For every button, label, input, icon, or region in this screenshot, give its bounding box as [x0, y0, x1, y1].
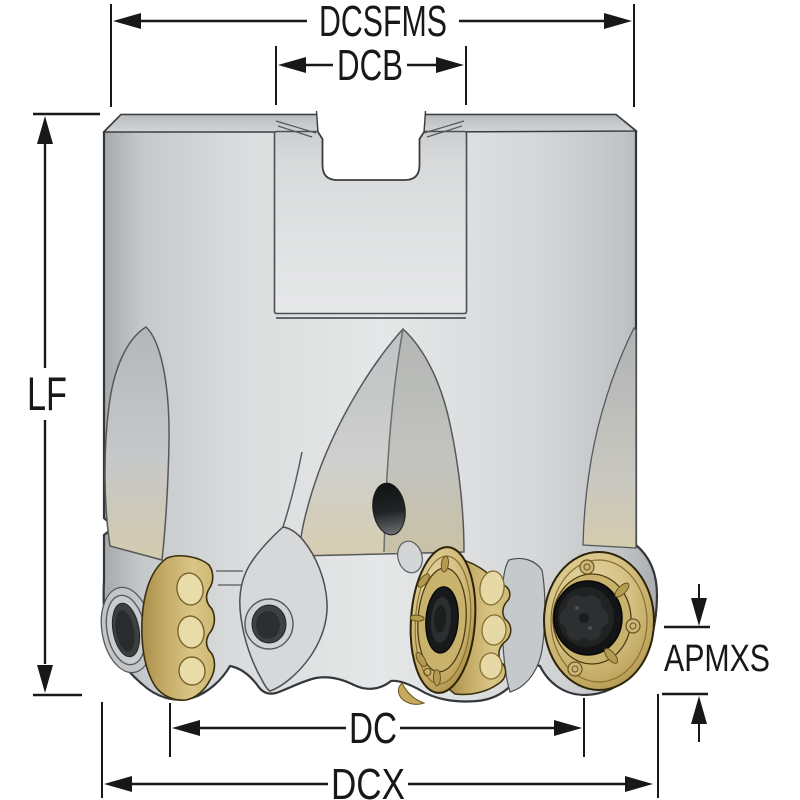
scallop-moon [479, 570, 505, 606]
rim-hole [625, 618, 641, 634]
arrow-left-icon [172, 720, 200, 736]
clamp-plug-left [105, 594, 147, 666]
dimension-dcb: DCB [275, 41, 467, 105]
arrow-down-icon [37, 665, 53, 693]
scallop-moon [177, 615, 205, 649]
plug-core [256, 611, 280, 639]
gold-sliver-bottom [398, 682, 426, 705]
arrow-right-icon [554, 720, 582, 736]
arrow-left-icon [113, 13, 141, 29]
scallop-moon [178, 656, 206, 686]
pocket-tab [397, 540, 423, 574]
seat-ledge-lines [216, 570, 243, 586]
rim-hole-inner [571, 665, 579, 673]
rim-slot [440, 555, 450, 573]
flute-right [582, 326, 637, 549]
round-insert-center [397, 540, 512, 705]
dimension-dcsfms: DCSFMS [110, 0, 635, 107]
torx-socket [434, 604, 447, 633]
rim-hole [579, 559, 595, 575]
dim-label-dc: DC [349, 704, 397, 753]
flute-center-shade [384, 329, 464, 552]
rim-slot [415, 651, 427, 668]
rim-hole-inner [583, 563, 591, 571]
pocket-ridge-line [282, 451, 303, 528]
scallop-moon [481, 614, 507, 646]
dim-label-dcx: DCX [331, 760, 405, 800]
flute-left [104, 326, 170, 561]
rim-slot [409, 614, 425, 622]
dim-label-dcb: DCB [337, 41, 403, 90]
arrow-left-icon [104, 776, 132, 792]
arrow-left-icon [278, 57, 306, 73]
scallop-moon [176, 572, 204, 606]
clamp-plug-center [244, 598, 294, 650]
dim-label-apmxs: APMXS [664, 638, 770, 680]
rim-slot [614, 582, 630, 598]
arrow-right-icon [625, 776, 653, 792]
rim-slot [603, 648, 619, 664]
panel-chamfer-lines [275, 120, 465, 138]
torx-glint [575, 606, 579, 610]
top-rim-left [102, 113, 319, 133]
torx-screw [559, 595, 609, 641]
round-insert-right [543, 551, 655, 691]
plug-core [115, 610, 135, 652]
arrow-up-icon [37, 116, 53, 144]
dimension-dc: DC [169, 698, 585, 757]
rim-slot [417, 573, 430, 588]
arrow-right-icon [436, 57, 464, 73]
drive-slot-edge [317, 131, 425, 181]
rim-slot [432, 669, 441, 687]
scallop-moon [479, 652, 503, 680]
dimension-dcx: DCX [101, 694, 659, 800]
drive-slot-walls [315, 110, 427, 133]
drive-slot [316, 110, 426, 180]
dim-label-dcsfms: DCSFMS [319, 0, 447, 46]
coolant-hole [372, 482, 406, 536]
arrow-up-icon [691, 696, 707, 724]
dimension-apmxs: APMXS [662, 584, 770, 742]
round-insert-left [141, 555, 216, 701]
torx-glint [588, 626, 592, 630]
arrow-down-icon [691, 598, 707, 626]
rim-hole [423, 667, 432, 677]
arrow-right-icon [604, 13, 632, 29]
dimension-lf: LF [27, 112, 100, 697]
rim-hole-inner [629, 622, 637, 630]
torx-center [579, 613, 589, 623]
dim-label-lf: LF [27, 367, 67, 420]
insert-rim-ring [550, 559, 648, 683]
rim-hole [567, 661, 583, 677]
